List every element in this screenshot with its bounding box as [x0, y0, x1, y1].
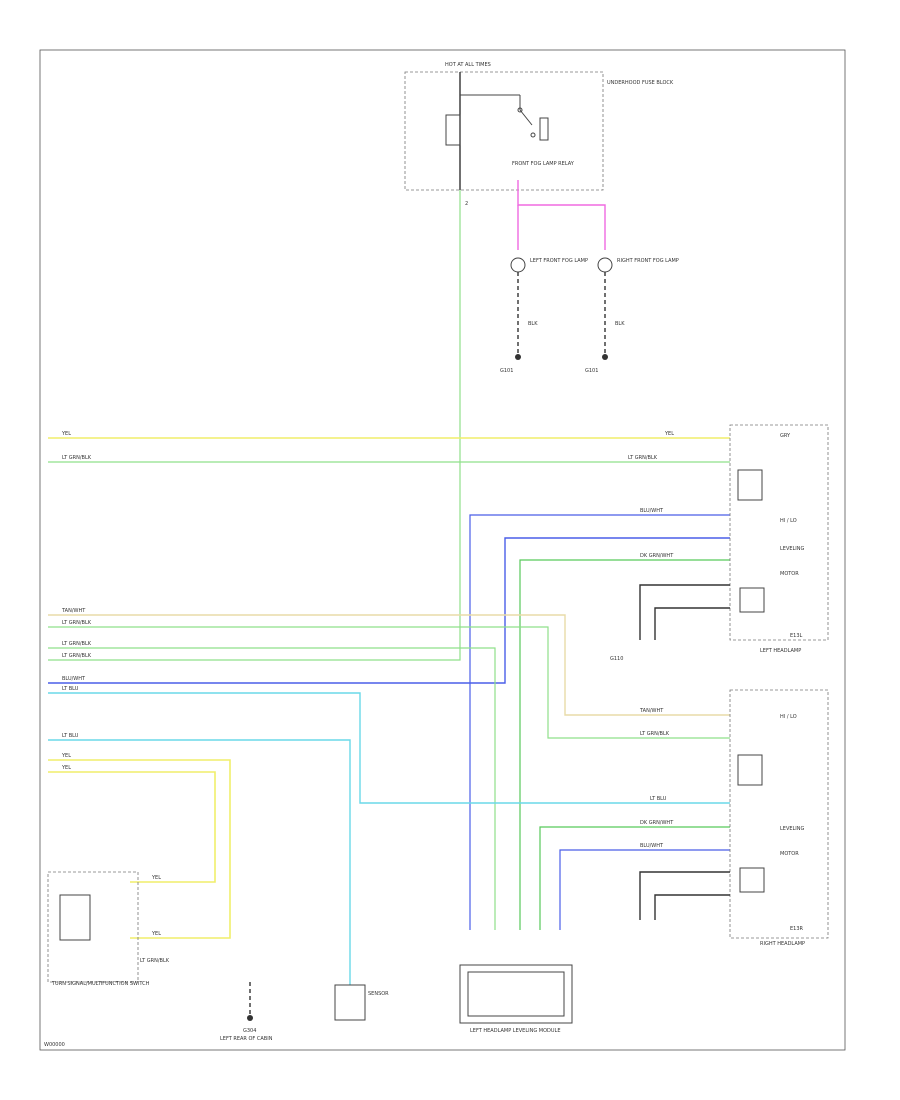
svg-text:E13R: E13R	[790, 926, 804, 932]
svg-text:G101: G101	[500, 368, 513, 374]
svg-text:LEVELING: LEVELING	[780, 826, 805, 832]
rear-ground: G304 LEFT REAR OF CABIN	[220, 982, 273, 1042]
left-headlamp: GRY HI / LO LEVELING MOTOR E13L LEFT HEA…	[610, 424, 829, 662]
tan-wire	[48, 614, 730, 716]
green-wire	[519, 559, 730, 930]
left-fog-lamp: LEFT FRONT FOG LAMP BLK G101	[500, 257, 588, 374]
svg-text:RIGHT FRONT FOG LAMP: RIGHT FRONT FOG LAMP	[617, 258, 679, 264]
svg-text:LT GRN/BLK: LT GRN/BLK	[62, 653, 92, 659]
svg-text:HI / LO: HI / LO	[780, 518, 797, 524]
diagram-frame	[39, 49, 846, 1051]
lightblue-wire	[48, 692, 730, 804]
pink-wire	[517, 180, 606, 250]
svg-text:FRONT FOG LAMP RELAY: FRONT FOG LAMP RELAY	[512, 161, 575, 167]
svg-text:DK GRN/WHT: DK GRN/WHT	[640, 820, 674, 826]
headlamp-leveling-module: LEFT HEADLAMP LEVELING MODULE	[459, 964, 573, 1034]
svg-text:LEFT FRONT FOG LAMP: LEFT FRONT FOG LAMP	[530, 258, 588, 264]
svg-text:BLU/WHT: BLU/WHT	[640, 843, 664, 849]
svg-text:DK GRN/WHT: DK GRN/WHT	[640, 553, 674, 559]
footer-code: W00000	[44, 1042, 65, 1048]
svg-text:LT GRN/BLK: LT GRN/BLK	[62, 641, 92, 647]
svg-text:LT BLU: LT BLU	[62, 733, 79, 739]
svg-text:RIGHT HEADLAMP: RIGHT HEADLAMP	[760, 941, 805, 947]
svg-text:LT GRN/BLK: LT GRN/BLK	[640, 731, 670, 737]
left-harness-wires: YEL YEL LT GRN/BLK LT GRN/BLK BLU/WHT BL…	[48, 431, 730, 985]
svg-text:MOTOR: MOTOR	[780, 571, 799, 577]
svg-text:LT BLU: LT BLU	[650, 796, 667, 802]
svg-text:LT BLU: LT BLU	[62, 686, 79, 692]
fuse-green-wire	[48, 190, 461, 661]
svg-text:E13L: E13L	[790, 633, 803, 639]
right-headlamp: HI / LO LEVELING MOTOR E13R RIGHT HEADLA…	[639, 689, 829, 947]
svg-text:LEFT HEADLAMP LEVELING MODULE: LEFT HEADLAMP LEVELING MODULE	[470, 1028, 561, 1034]
svg-text:BLK: BLK	[528, 321, 538, 327]
svg-text:TURN SIGNAL/MULTIFUNCTION SWIT: TURN SIGNAL/MULTIFUNCTION SWITCH	[51, 981, 150, 987]
ambient-sensor: SENSOR	[334, 984, 389, 1021]
svg-text:HOT AT ALL TIMES: HOT AT ALL TIMES	[445, 62, 491, 68]
svg-text:LEFT HEADLAMP: LEFT HEADLAMP	[760, 648, 801, 654]
svg-text:YEL: YEL	[151, 931, 161, 937]
svg-text:YEL: YEL	[61, 765, 71, 771]
svg-text:GRY: GRY	[780, 433, 791, 439]
svg-text:G304: G304	[243, 1028, 256, 1034]
fog-feed-wires	[517, 180, 606, 250]
svg-text:LT GRN/BLK: LT GRN/BLK	[628, 455, 658, 461]
right-fog-lamp: RIGHT FRONT FOG LAMP BLK G101	[585, 257, 679, 374]
turn-signal-switch: TURN SIGNAL/MULTIFUNCTION SWITCH LT GRN/…	[47, 871, 170, 987]
svg-text:2: 2	[465, 201, 468, 207]
svg-text:LT GRN/BLK: LT GRN/BLK	[62, 620, 92, 626]
svg-text:G110: G110	[610, 656, 623, 662]
svg-text:SENSOR: SENSOR	[368, 991, 389, 997]
svg-text:HI / LO: HI / LO	[780, 714, 797, 720]
svg-text:TAN/WHT: TAN/WHT	[61, 608, 86, 614]
svg-text:LEVELING: LEVELING	[780, 546, 805, 552]
svg-text:YEL: YEL	[61, 431, 71, 437]
svg-text:BLU/WHT: BLU/WHT	[640, 508, 664, 514]
svg-text:YEL: YEL	[61, 753, 71, 759]
svg-text:TAN/WHT: TAN/WHT	[639, 708, 664, 714]
svg-text:G101: G101	[585, 368, 598, 374]
svg-text:BLK: BLK	[615, 321, 625, 327]
svg-text:LT GRN/BLK: LT GRN/BLK	[62, 455, 92, 461]
svg-text:LEFT REAR OF CABIN: LEFT REAR OF CABIN	[220, 1036, 273, 1042]
svg-text:UNDERHOOD FUSE BLOCK: UNDERHOOD FUSE BLOCK	[607, 80, 674, 86]
svg-text:YEL: YEL	[664, 431, 674, 437]
svg-text:LT GRN/BLK: LT GRN/BLK	[140, 958, 170, 964]
svg-text:BLU/WHT: BLU/WHT	[62, 676, 86, 682]
blue-wire	[469, 514, 730, 930]
underhood-fuse-block: HOT AT ALL TIMES UNDERHOOD FUSE BLOCK FR…	[404, 62, 674, 207]
svg-text:MOTOR: MOTOR	[780, 851, 799, 857]
darkblue-wire	[48, 537, 730, 684]
svg-text:YEL: YEL	[151, 875, 161, 881]
